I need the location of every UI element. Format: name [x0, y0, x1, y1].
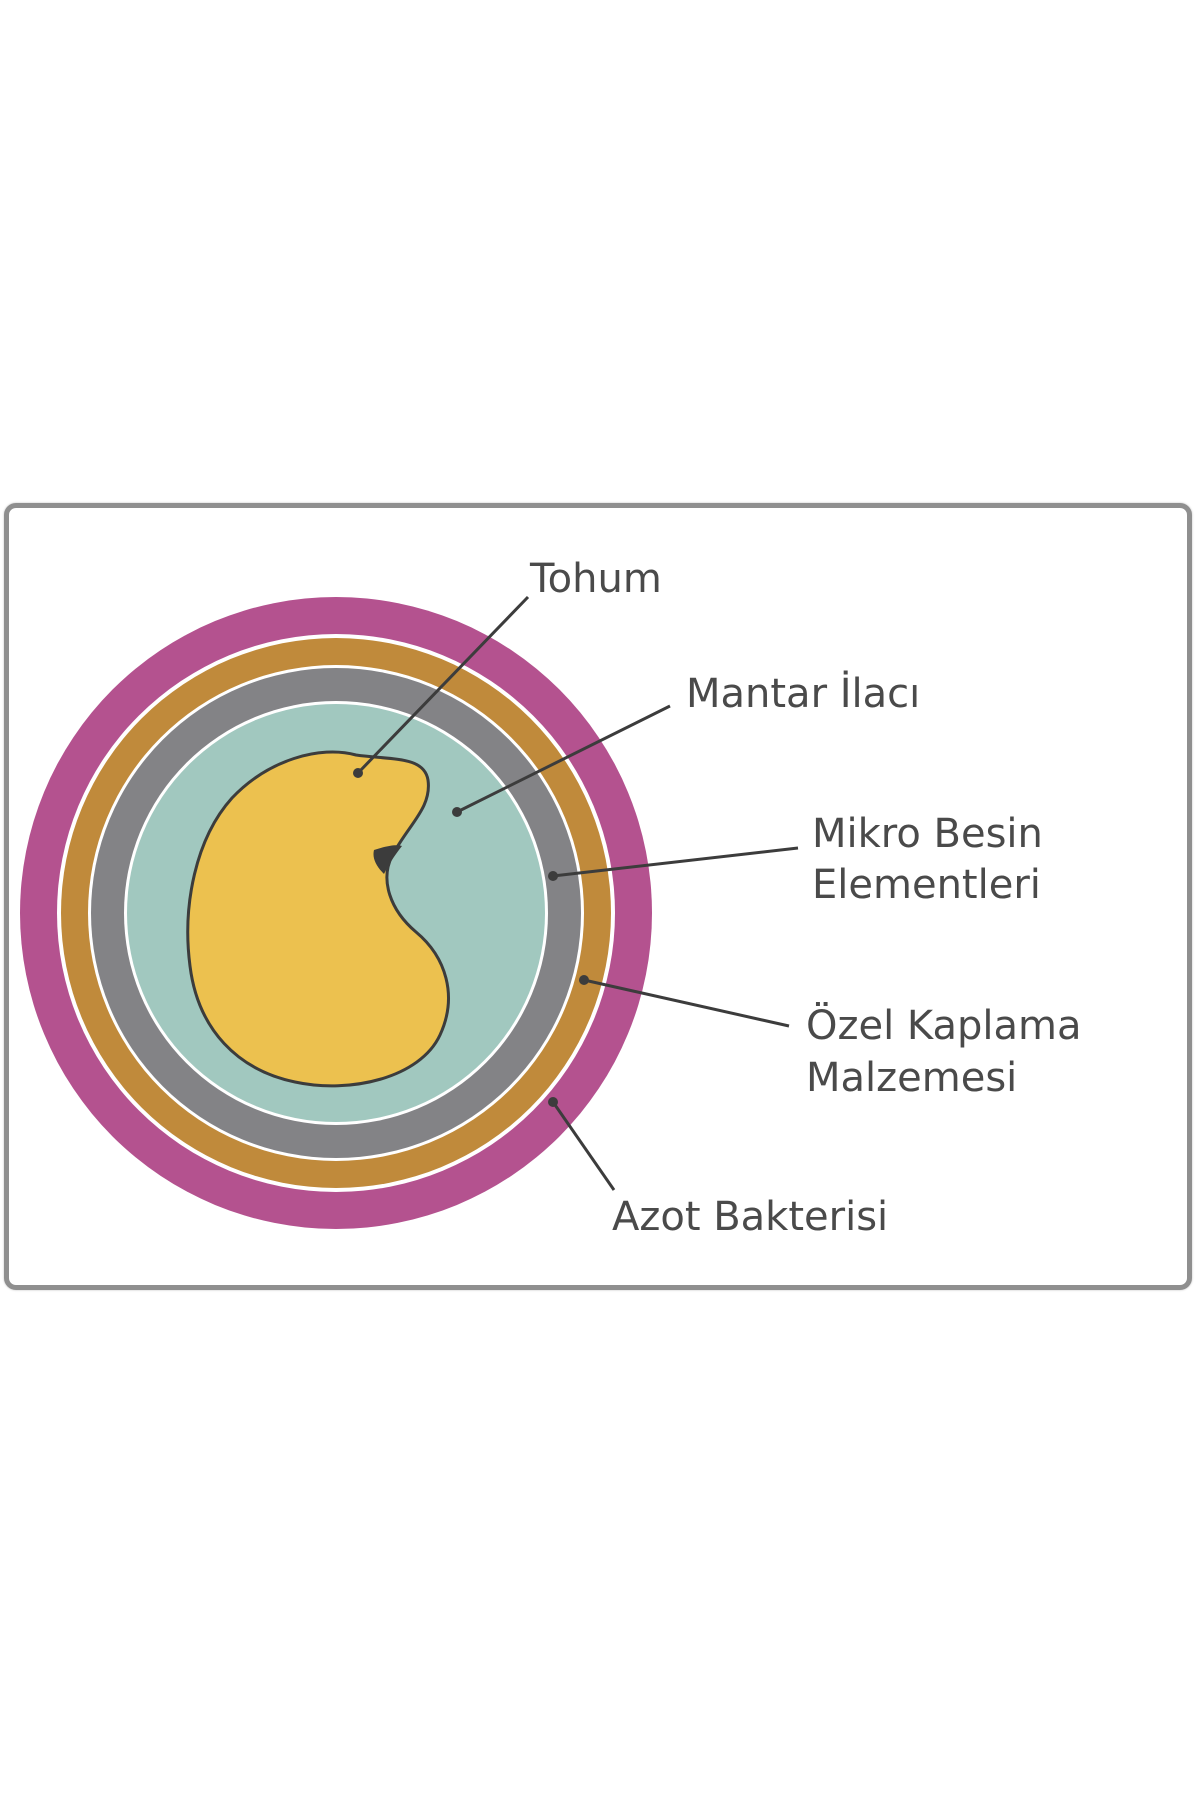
- leader-dot-tohum: [353, 768, 363, 778]
- leader-dot-mikro: [548, 871, 558, 881]
- label-mantar-ilaci: Mantar İlacı: [686, 669, 920, 717]
- tohum-seed: [186, 750, 450, 1088]
- label-mikro-besin-line1: Mikro Besin: [812, 811, 1043, 857]
- leader-line-mikro: [552, 846, 799, 878]
- leader-line-mantar: [456, 704, 671, 814]
- leader-line-ozel: [583, 978, 790, 1028]
- leader-line-tohum: [356, 595, 530, 775]
- label-mikro-besin-line2: Elementleri: [812, 862, 1041, 908]
- label-ozel-kaplama-line1: Özel Kaplama: [806, 1001, 1081, 1049]
- leader-dot-azot: [548, 1097, 558, 1107]
- label-tohum: Tohum: [529, 556, 662, 602]
- seed-hilum: [373, 845, 402, 874]
- label-ozel-kaplama-line2: Malzemesi: [806, 1055, 1017, 1101]
- leader-dot-mantar: [452, 807, 462, 817]
- leader-line-azot: [551, 1101, 616, 1191]
- leader-dot-ozel: [579, 975, 589, 985]
- label-azot-bakterisi: Azot Bakterisi: [612, 1194, 888, 1240]
